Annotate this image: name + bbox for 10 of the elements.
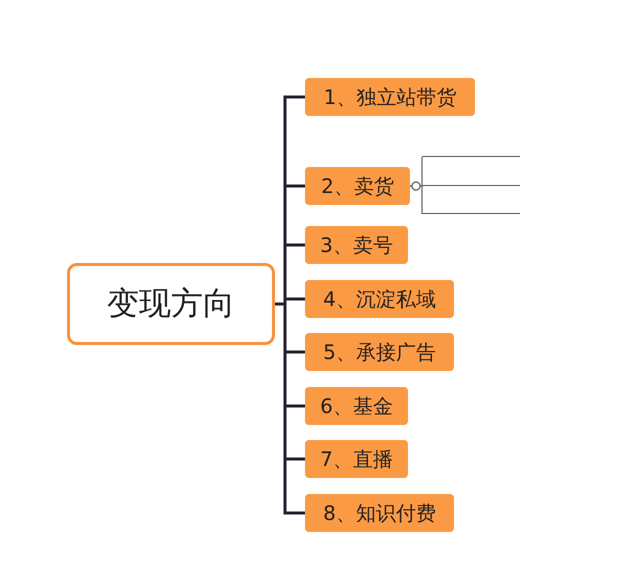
topic-box: 7、直播	[305, 440, 408, 478]
topic-box: 5、承接广告	[305, 333, 454, 371]
topic-box: 6、基金	[305, 387, 408, 425]
topic-box: 2、卖货	[305, 167, 410, 205]
topic-box: 1、独立站带货	[305, 78, 475, 116]
topic-box: 4、沉淀私域	[305, 280, 454, 318]
topic-box: 3、卖号	[305, 226, 408, 264]
topic-box: 8、知识付费	[305, 494, 454, 532]
connector-line	[410, 181, 423, 215]
central-topic-box: 变现方向	[67, 263, 275, 345]
